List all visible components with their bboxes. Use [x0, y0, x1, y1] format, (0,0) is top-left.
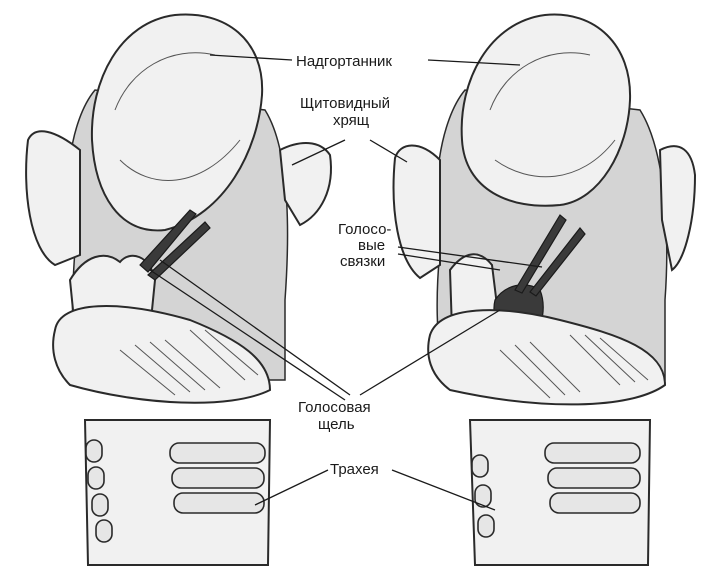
labels: Надгортанник Щитовидный хрящ Голосо- вые…	[296, 53, 392, 478]
right-thyroid-horn	[394, 146, 440, 279]
vocal-cords-label: Голосо-	[338, 221, 391, 238]
right-trachea-ring	[545, 443, 640, 463]
vocal-cords-label: связки	[340, 253, 385, 270]
right-trachea-ring	[478, 515, 494, 537]
left-trachea-ring	[86, 440, 102, 462]
thyroid-cartilage-label: Щитовидный	[300, 95, 390, 112]
epiglottis-label: Надгортанник	[296, 53, 392, 70]
thyroid-cartilage-label: хрящ	[333, 112, 369, 129]
left-trachea-ring	[92, 494, 108, 516]
left-thyroid-horn	[26, 131, 80, 265]
right-trachea-ring	[548, 468, 640, 488]
vocal-cords-label: вые	[358, 237, 385, 254]
right-trachea-ring	[550, 493, 640, 513]
left-trachea-ring	[172, 468, 264, 488]
trachea-label: Трахея	[330, 461, 379, 478]
glottis-label: Голосовая	[298, 399, 371, 416]
left-trachea-ring	[88, 467, 104, 489]
left-trachea-ring	[170, 443, 265, 463]
left-trachea-ring	[174, 493, 264, 513]
glottis-label: щель	[318, 416, 355, 433]
right-larynx	[394, 15, 695, 565]
left-trachea-ring	[96, 520, 112, 542]
right-trachea-ring	[472, 455, 488, 477]
